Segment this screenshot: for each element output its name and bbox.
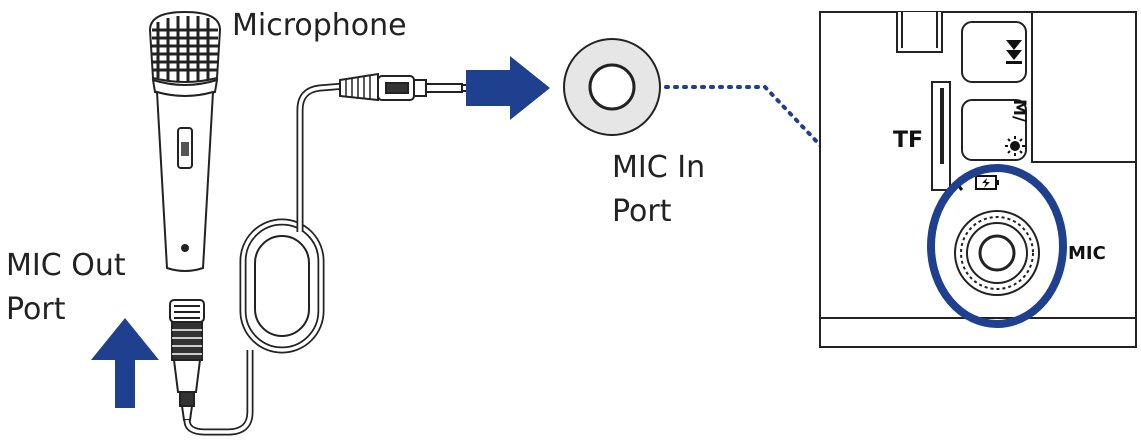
cable bbox=[183, 82, 346, 436]
mic-out-port-label: MIC Out Port bbox=[6, 248, 126, 327]
microphone bbox=[148, 10, 222, 272]
arrow-right bbox=[466, 56, 550, 120]
mic-port-highlight bbox=[927, 164, 1067, 328]
light-icon bbox=[1005, 136, 1025, 156]
mic-label: MIC bbox=[1068, 243, 1106, 264]
mic-in-port-icon bbox=[563, 38, 661, 136]
microphone-label: Microphone bbox=[232, 8, 407, 43]
mode-button-label: M/ bbox=[1009, 99, 1029, 123]
arrow-up bbox=[91, 318, 159, 408]
device-panel bbox=[819, 11, 1137, 348]
battery-charging-icon bbox=[975, 175, 999, 190]
mic-in-port-label: MIC In Port bbox=[612, 150, 706, 229]
skip-forward-icon bbox=[1006, 40, 1022, 64]
jack-plug bbox=[339, 72, 469, 102]
xlr-connector bbox=[169, 299, 205, 421]
dotted-leader-line bbox=[664, 85, 929, 260]
tf-label: TF bbox=[893, 128, 923, 153]
